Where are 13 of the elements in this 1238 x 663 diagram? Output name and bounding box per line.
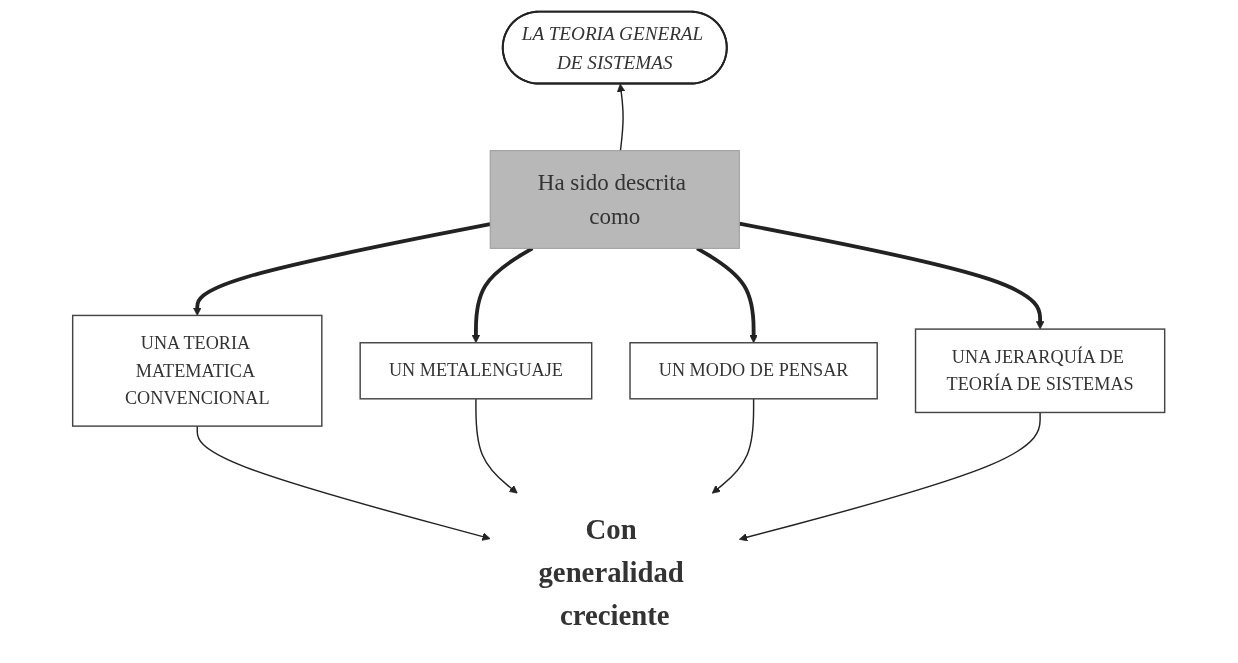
node-box: UNA TEORIA MATEMATICA CONVENCIONAL — [72, 314, 323, 427]
arrow — [739, 221, 1045, 330]
arrow — [196, 425, 491, 541]
arrow — [739, 411, 1042, 542]
arrow — [193, 222, 491, 316]
arrow — [475, 398, 518, 494]
node-box: UNA JERARQUÍA DE TEORÍA DE SISTEMAS — [915, 328, 1166, 414]
arrow — [617, 83, 626, 152]
node-box: UN METALENGUAJE — [359, 342, 593, 400]
arrow — [712, 398, 755, 494]
node-box: UN MODO DE PENSAR — [629, 342, 879, 400]
node-box: Ha sido descrita como — [490, 150, 741, 249]
node-text: Con generalidad creciente — [538, 513, 685, 632]
